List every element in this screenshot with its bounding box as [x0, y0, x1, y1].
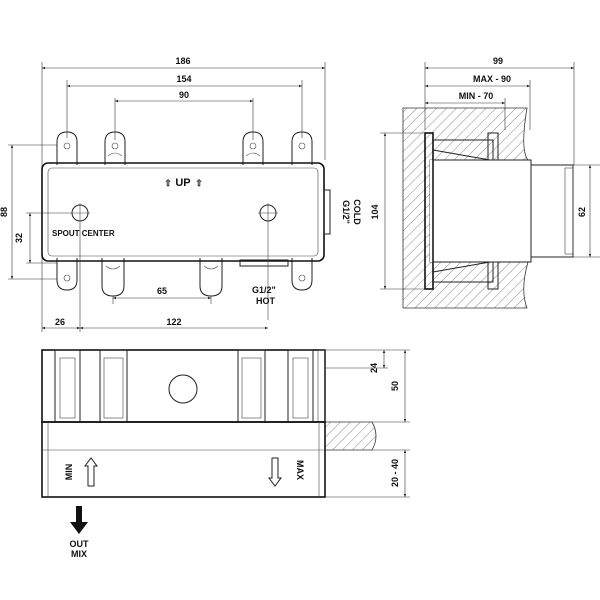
- bottom-view: MIN MAX 24 50 20 - 40 OUT MIX: [41, 349, 410, 559]
- up-arrow-icon: [84, 457, 98, 487]
- up-arrow-icon-right: ⇧: [195, 178, 203, 188]
- dim-32-label: 32: [14, 233, 24, 243]
- mix-label: MIX: [71, 549, 87, 559]
- side-flange: [530, 164, 574, 258]
- bracket-bottom-right: [291, 258, 313, 291]
- dim-62-label: 62: [577, 207, 587, 217]
- bottom-port: [168, 374, 198, 404]
- dim-min-70: MIN - 70: [425, 91, 505, 105]
- dim-26-label: 26: [55, 317, 65, 327]
- up-label: UP: [175, 177, 190, 189]
- dim-20-40-label: 20 - 40: [390, 459, 400, 487]
- wall-bottom: [324, 421, 377, 451]
- up-arrow-icon-left: ⇧: [164, 178, 172, 188]
- dim-max-90-label: MAX - 90: [473, 74, 511, 84]
- bracket-top-left: [56, 131, 78, 165]
- dim-99: 99: [425, 56, 574, 70]
- max-label: MAX: [295, 460, 305, 480]
- front-view: 186 154 90: [0, 56, 362, 332]
- dim-min-70-label: MIN - 70: [459, 91, 494, 101]
- hot-thread-label: G1/2": [252, 285, 276, 295]
- dim-186: 186: [42, 56, 325, 70]
- dim-186-label: 186: [175, 56, 190, 66]
- dim-24-label: 24: [369, 363, 379, 373]
- bracket-top-2: [104, 131, 126, 165]
- bracket-bottom-left: [56, 258, 78, 291]
- bottom-plate: [41, 421, 326, 498]
- spout-center-label: SPOUT CENTER: [52, 229, 115, 238]
- bracket-top-3: [242, 131, 264, 165]
- side-view: 99 MAX - 90 MIN - 70 104: [370, 56, 600, 309]
- dim-88: 88: [0, 145, 14, 279]
- dim-26: 26: [42, 317, 80, 330]
- dim-24: 24: [369, 350, 386, 373]
- cold-label: COLD: [352, 199, 362, 225]
- dim-154-label: 154: [176, 74, 191, 84]
- dim-65: 65: [113, 286, 211, 300]
- cold-connector: [323, 189, 331, 235]
- dim-50-label: 50: [390, 381, 400, 391]
- dim-50: 50: [390, 350, 407, 422]
- bracket-bottom-3: [199, 258, 223, 297]
- dim-122: 122: [80, 317, 268, 330]
- dim-90-label: 90: [179, 90, 189, 100]
- dim-90: 90: [115, 90, 253, 103]
- out-label: OUT: [70, 539, 90, 549]
- hot-label: HOT: [256, 296, 276, 306]
- dim-99-label: 99: [493, 56, 503, 66]
- dim-20-40: 20 - 40: [390, 450, 407, 497]
- bracket-bottom-2: [101, 258, 125, 297]
- dim-88-label: 88: [0, 207, 9, 217]
- dim-122-label: 122: [166, 317, 181, 327]
- bracket-top-right: [291, 131, 313, 165]
- down-arrow-icon: [268, 457, 282, 487]
- outlet-arrow-icon: [70, 506, 88, 534]
- dim-154: 154: [67, 74, 302, 88]
- cold-thread-label: G1/2": [341, 200, 351, 224]
- dim-max-90: MAX - 90: [425, 74, 530, 88]
- dim-104: 104: [370, 133, 387, 289]
- hot-connector: [239, 259, 289, 267]
- dim-65-label: 65: [157, 286, 167, 296]
- dim-32: 32: [14, 213, 32, 263]
- dim-62: 62: [577, 165, 592, 257]
- min-label: MIN: [64, 464, 74, 481]
- dim-104-label: 104: [370, 204, 380, 219]
